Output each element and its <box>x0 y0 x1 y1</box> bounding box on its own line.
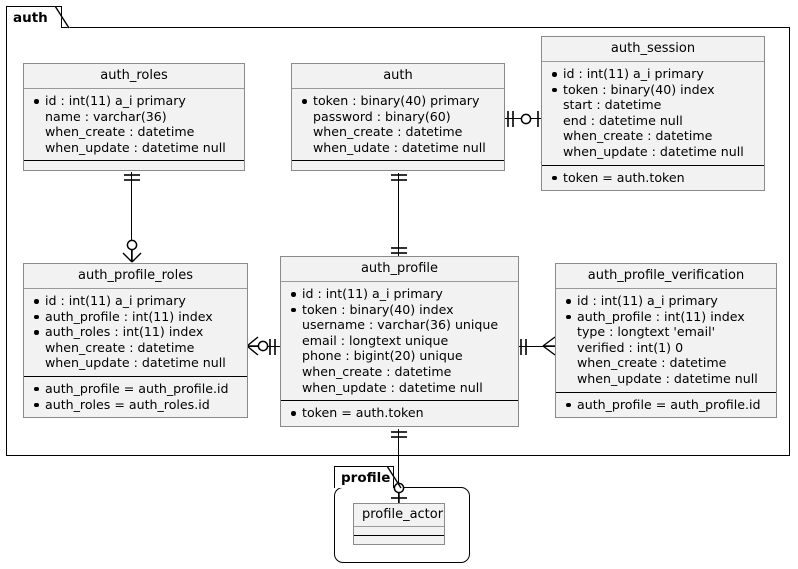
cardinality-one-or-many-icon <box>540 334 560 360</box>
attribute: when_update : datetime null <box>302 379 483 395</box>
entity-attributes: id : int(11) a_i primary token : binary(… <box>542 62 764 166</box>
attribute: token : binary(40) primary <box>300 93 496 109</box>
attribute: password : binary(60) <box>313 108 451 124</box>
entity-title: auth_profile <box>281 257 518 282</box>
entity-auth_roles[interactable]: auth_roles id : int(11) a_i primary name… <box>23 63 245 172</box>
foreign-key: token = auth.token <box>289 405 510 421</box>
package-auth-tab: auth <box>6 6 62 28</box>
entity-foreign-keys: token = auth.token <box>542 165 764 191</box>
entity-title: profile_actor <box>354 504 444 527</box>
connector-auth_roles-auth_profile_roles <box>131 172 133 262</box>
attribute: id : int(11) a_i primary <box>550 66 756 82</box>
attribute: type : longtext 'email' <box>577 324 716 340</box>
cardinality-zero-or-many-icon <box>246 334 272 360</box>
connector-auth-auth_profile <box>398 173 400 256</box>
entity-title: auth <box>292 64 504 89</box>
entity-foreign-keys <box>24 161 244 171</box>
entity-title: auth_session <box>542 37 764 62</box>
attribute: when_update : datetime null <box>45 355 226 371</box>
entity-foreign-keys <box>354 536 444 544</box>
attribute: when_create : datetime <box>45 124 195 140</box>
attribute: name : varchar(36) <box>45 108 167 124</box>
attribute: token : binary(40) index <box>550 82 756 98</box>
attribute: verified : int(1) 0 <box>577 339 684 355</box>
connector-auth_profile-auth_profile_verification <box>519 346 556 348</box>
cardinality-zero-or-one-icon <box>517 110 543 128</box>
package-profile-tab: profile <box>334 466 394 488</box>
attribute: when_create : datetime <box>563 128 713 144</box>
attribute: auth_roles : int(11) index <box>32 324 239 340</box>
attribute: id : int(11) a_i primary <box>32 93 236 109</box>
attribute: phone : bigint(20) unique <box>302 348 463 364</box>
attribute: when_create : datetime <box>313 124 463 140</box>
entity-attributes: id : int(11) a_i primary name : varchar(… <box>24 89 244 162</box>
entity-foreign-keys: token = auth.token <box>281 401 518 426</box>
attribute: end : datetime null <box>563 112 683 128</box>
entity-profile_actor[interactable]: profile_actor <box>353 503 445 545</box>
entity-title: auth_profile_verification <box>556 264 776 289</box>
attribute: auth_profile : int(11) index <box>564 309 768 325</box>
entity-foreign-keys <box>292 161 504 171</box>
attribute: start : datetime <box>563 97 662 113</box>
cardinality-zero-or-many-icon <box>120 238 144 264</box>
entity-auth_profile_verification[interactable]: auth_profile_verification id : int(11) a… <box>555 263 777 419</box>
cardinality-exactly-one-icon <box>390 172 408 184</box>
package-profile-label: profile <box>341 469 391 486</box>
cardinality-exactly-one-icon <box>505 110 517 128</box>
cardinality-exactly-one-icon <box>519 338 531 356</box>
entity-title: auth_profile_roles <box>24 264 247 289</box>
entity-attributes: token : binary(40) primary password : bi… <box>292 89 504 162</box>
attribute: when_udate : datetime null <box>313 139 486 155</box>
attribute: auth_profile : int(11) index <box>32 309 239 325</box>
attribute: when_update : datetime null <box>563 143 744 159</box>
cardinality-exactly-one-icon <box>390 429 408 441</box>
attribute: id : int(11) a_i primary <box>564 293 768 309</box>
attribute: when_create : datetime <box>302 363 452 379</box>
entity-attributes: id : int(11) a_i primary auth_profile : … <box>24 289 247 377</box>
attribute: id : int(11) a_i primary <box>289 286 510 302</box>
attribute: when_update : datetime null <box>577 370 758 386</box>
attribute: when_create : datetime <box>577 355 727 371</box>
entity-auth_session[interactable]: auth_session id : int(11) a_i primary to… <box>541 36 765 192</box>
attribute: when_update : datetime null <box>45 139 226 155</box>
foreign-key: auth_roles = auth_roles.id <box>32 397 239 413</box>
attribute: id : int(11) a_i primary <box>32 293 239 309</box>
cardinality-exactly-one-icon <box>390 245 408 257</box>
entity-foreign-keys: auth_profile = auth_profile.id auth_role… <box>24 376 247 418</box>
entity-attributes <box>354 527 444 536</box>
attribute: token : binary(40) index <box>289 302 510 318</box>
entity-foreign-keys: auth_profile = auth_profile.id <box>556 392 776 418</box>
attribute: username : varchar(36) unique <box>302 317 499 333</box>
entity-auth_profile[interactable]: auth_profile id : int(11) a_i primary to… <box>280 256 519 427</box>
entity-title: auth_roles <box>24 64 244 89</box>
cardinality-exactly-one-icon <box>123 172 141 184</box>
foreign-key: auth_profile = auth_profile.id <box>564 397 768 413</box>
cardinality-exactly-one-icon <box>268 338 280 356</box>
foreign-key: auth_profile = auth_profile.id <box>32 381 239 397</box>
entity-auth_profile_roles[interactable]: auth_profile_roles id : int(11) a_i prim… <box>23 263 248 419</box>
foreign-key: token = auth.token <box>550 170 756 186</box>
entity-attributes: id : int(11) a_i primary token : binary(… <box>281 282 518 402</box>
entity-attributes: id : int(11) a_i primary auth_profile : … <box>556 289 776 393</box>
package-auth-label: auth <box>13 9 48 26</box>
attribute: email : longtext unique <box>302 332 449 348</box>
entity-auth[interactable]: auth token : binary(40) primary password… <box>291 63 505 172</box>
attribute: when_create : datetime <box>45 339 195 355</box>
